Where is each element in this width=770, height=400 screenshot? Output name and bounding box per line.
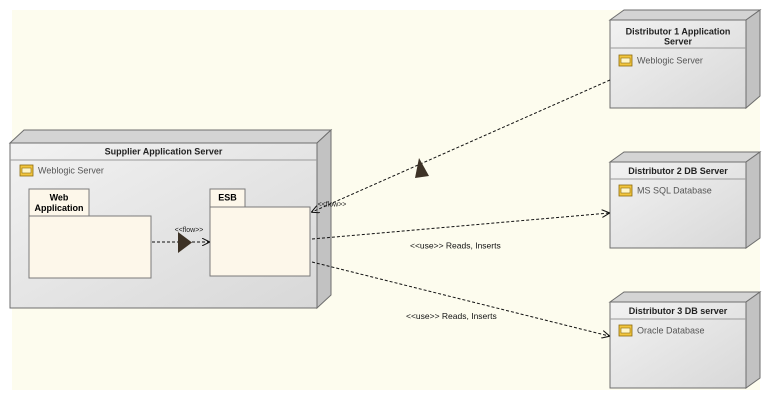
node-title: Distributor 3 DB server	[629, 306, 728, 316]
node-title: Supplier Application Server	[105, 147, 223, 157]
artifact-icon	[618, 324, 633, 337]
node-title-line-1: Distributor 1 Application	[626, 27, 731, 37]
connector-line	[312, 79, 611, 212]
package-title: ESB	[218, 193, 237, 203]
artifact-label: Weblogic Server	[38, 166, 104, 176]
node-top-face	[608, 291, 762, 303]
node-supplier-application-server[interactable]: Supplier Application Server Weblogic Ser…	[8, 128, 333, 310]
node-distributor-2-db-server[interactable]: Distributor 2 DB Server MS SQL Database	[608, 151, 762, 249]
node-distributor-1-application-server[interactable]: Distributor 1 Application Server Weblogi…	[608, 9, 762, 110]
connector-esb-to-distributor-2[interactable]: <<use>> Reads, Inserts	[311, 213, 609, 251]
node-side-face	[316, 128, 332, 310]
artifact-icon	[618, 184, 633, 197]
connector-web-to-esb[interactable]: <<flow>>	[152, 227, 209, 253]
node-top-face	[608, 151, 762, 163]
package-tab	[28, 188, 90, 217]
node-top-face	[608, 9, 762, 21]
node-front-face	[609, 19, 747, 109]
node-front-face	[609, 301, 747, 389]
connector-esb-to-distributor-3[interactable]: <<use>> Reads, Inserts	[311, 261, 609, 336]
package-title-line-2: Application	[35, 203, 84, 213]
node-distributor-3-db-server[interactable]: Distributor 3 DB server Oracle Database	[608, 291, 762, 389]
connector-label: <<flow>>	[175, 227, 204, 234]
artifact-label: Oracle Database	[637, 326, 705, 336]
artifact-label: Weblogic Server	[637, 56, 703, 66]
node-title-line-2: Server	[664, 37, 693, 47]
node-side-face	[745, 291, 761, 389]
artifact-icon	[19, 164, 34, 177]
connector-label: <<use>> Reads, Inserts	[406, 311, 497, 321]
connector-distributor-1-to-esb[interactable]: <<flow>>	[312, 79, 611, 212]
package-web-application[interactable]: Web Application	[28, 188, 152, 279]
node-side-face	[745, 151, 761, 249]
flow-arrowhead-icon	[415, 158, 429, 178]
connector-line	[311, 261, 609, 336]
artifact-label: MS SQL Database	[637, 186, 712, 196]
node-front-face	[609, 161, 747, 249]
package-body	[209, 206, 311, 277]
node-title: Distributor 2 DB Server	[628, 166, 728, 176]
artifact-icon	[618, 54, 633, 67]
package-body	[28, 215, 152, 279]
flow-arrowhead-icon	[178, 232, 192, 253]
node-side-face	[745, 9, 761, 110]
node-top-face	[8, 129, 333, 144]
package-title-line-1: Web	[50, 193, 69, 203]
package-esb[interactable]: ESB	[209, 188, 311, 277]
connector-label: <<use>> Reads, Inserts	[410, 241, 501, 251]
connector-label: <<flow>>	[318, 202, 347, 209]
